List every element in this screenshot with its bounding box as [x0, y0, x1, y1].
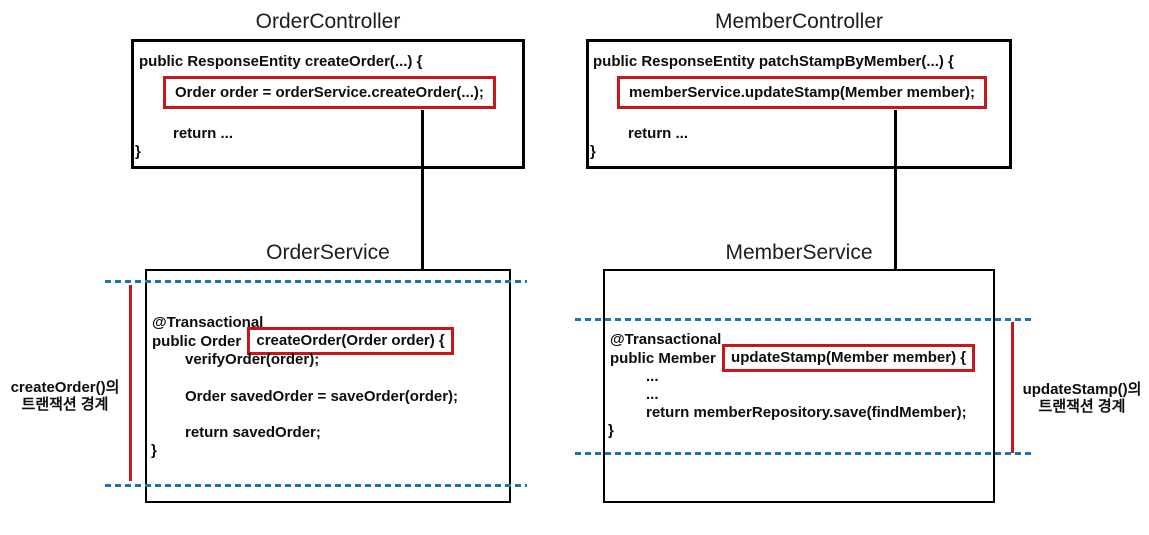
signature-prefix: public Member [610, 349, 716, 367]
boundary-dashed-line-right-bottom [575, 452, 1032, 455]
flow-arrow-left-line [421, 110, 424, 320]
boundary-bracket-right [1011, 322, 1014, 453]
order-service-title: OrderService [266, 241, 390, 264]
boundary-label-left-line2: 트랜잭션 경계 [21, 396, 109, 413]
highlighted-call-order: Order order = orderService.createOrder(.… [163, 76, 496, 109]
member-controller-box: public ResponseEntity patchStampByMember… [586, 39, 1012, 169]
code-line-return: return ... [628, 125, 689, 142]
code-line-body: Order savedOrder = saveOrder(order); [185, 388, 459, 405]
order-controller-title: OrderController [255, 10, 401, 33]
member-service-box: @Transactional public Member updateStamp… [603, 269, 995, 503]
highlighted-signature-order: createOrder(Order order) { [247, 327, 454, 355]
order-service-box: @Transactional public Order createOrder(… [145, 269, 511, 503]
highlighted-call-member: memberService.updateStamp(Member member)… [617, 76, 987, 109]
boundary-dashed-line-left-top [105, 280, 527, 283]
code-line-close-brace: } [608, 422, 614, 439]
boundary-label-right: updateStamp()의 트랜잭션 경계 [1015, 381, 1149, 415]
boundary-dashed-line-right-top [575, 318, 1032, 321]
boundary-bracket-left [129, 285, 132, 481]
code-line-close-brace: } [590, 143, 596, 160]
code-line-body: verifyOrder(order); [185, 351, 320, 368]
code-line-signature: public Member updateStamp(Member member)… [610, 343, 976, 373]
boundary-label-right-line1: updateStamp()의 [1022, 381, 1142, 398]
code-line-return: return ... [173, 125, 234, 142]
code-line-body: return memberRepository.save(findMember)… [646, 404, 967, 421]
code-line-signature: public Order createOrder(Order order) { [152, 326, 454, 356]
flow-arrow-right-line [894, 110, 897, 335]
code-line-body: return savedOrder; [185, 424, 321, 441]
boundary-dashed-line-left-bottom [105, 484, 527, 487]
code-line-annotation: @Transactional [610, 331, 722, 348]
code-line-annotation: @Transactional [152, 314, 264, 331]
signature-prefix: public Order [152, 332, 242, 350]
code-line-body: ... [646, 368, 659, 385]
code-line-method-open: public ResponseEntity createOrder(...) { [139, 53, 423, 70]
boundary-label-left: createOrder()의 트랜잭션 경계 [0, 379, 130, 413]
code-line-method-open: public ResponseEntity patchStampByMember… [593, 53, 954, 70]
member-controller-title: MemberController [714, 10, 884, 33]
code-line-close-brace: } [151, 442, 157, 459]
member-service-title: MemberService [725, 241, 873, 264]
highlighted-signature-member: updateStamp(Member member) { [722, 344, 976, 372]
code-line-close-brace: } [135, 143, 141, 160]
code-line-body: ... [646, 386, 659, 403]
boundary-label-right-line2: 트랜잭션 경계 [1038, 398, 1126, 415]
boundary-label-left-line1: createOrder()의 [10, 379, 120, 396]
order-controller-box: public ResponseEntity createOrder(...) {… [131, 39, 525, 169]
